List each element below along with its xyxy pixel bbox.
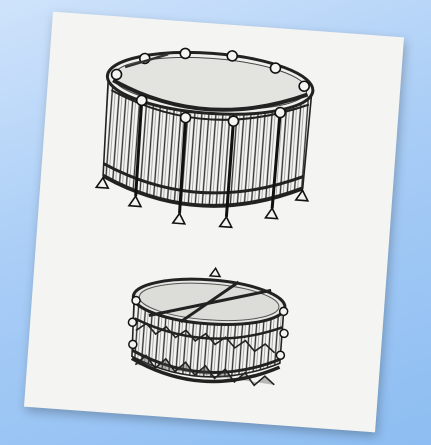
small-drum-icon	[127, 266, 289, 387]
paper-sheet	[23, 11, 405, 433]
drum-illustration	[94, 47, 315, 387]
large-drum-icon	[94, 47, 315, 229]
